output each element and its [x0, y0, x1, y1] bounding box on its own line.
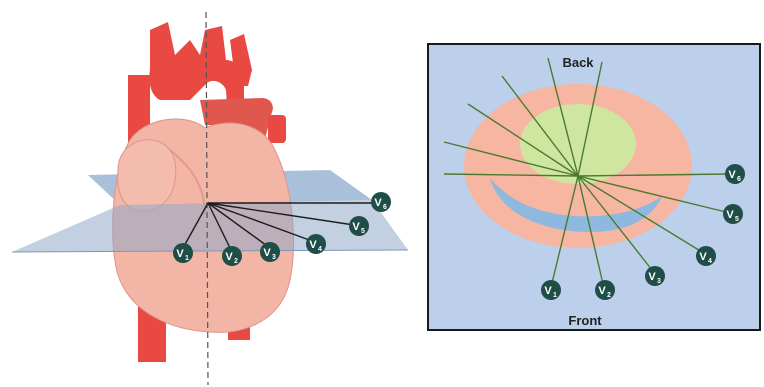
heart-lead-badge-v3: V 3 [260, 242, 280, 262]
cross-lead-badge-v5: V 5 [723, 204, 743, 224]
heart-illustration: V 1 V 2 V 3 V 4 V 5 V 6 [12, 12, 408, 385]
lead-number: 4 [708, 258, 712, 265]
cross-lead-badge-v1: V 1 [541, 280, 561, 300]
heart-lead-badge-v2: V 2 [222, 246, 242, 266]
lead-number: 5 [735, 216, 739, 223]
lead-number: 5 [361, 228, 365, 235]
lead-letter: V [225, 251, 233, 263]
lead-letter: V [648, 271, 656, 283]
heart-lead-badge-v1: V 1 [173, 243, 193, 263]
lead-number: 4 [318, 246, 322, 253]
lead-letter: V [598, 285, 606, 297]
lead-letter: V [263, 247, 271, 259]
lead-number: 3 [272, 254, 276, 261]
left-ventricle-cavity [520, 104, 636, 184]
heart-lead-badge-v5: V 5 [349, 216, 369, 236]
lead-letter: V [374, 197, 382, 209]
cross-section-panel: Back Front V 1 V 2 [428, 44, 760, 330]
lead-number: 6 [383, 204, 387, 211]
cross-lead-badge-v6: V 6 [725, 164, 745, 184]
back-label: Back [562, 55, 594, 70]
lead-letter: V [309, 239, 317, 251]
heart-lead-badge-v4: V 4 [306, 234, 326, 254]
lead-number: 6 [737, 176, 741, 183]
lead-letter: V [728, 169, 736, 181]
lead-letter: V [699, 251, 707, 263]
lead-letter: V [352, 221, 360, 233]
left-vessel [268, 115, 286, 143]
lead-number: 3 [657, 278, 661, 285]
lead-letter: V [726, 209, 734, 221]
cross-lead-badge-v4: V 4 [696, 246, 716, 266]
cross-lead-badge-v2: V 2 [595, 280, 615, 300]
lead-letter: V [176, 248, 184, 260]
lead-number: 1 [553, 292, 557, 299]
lead-number: 2 [607, 292, 611, 299]
cross-lead-badge-v3: V 3 [645, 266, 665, 286]
front-label: Front [568, 313, 602, 328]
lead-letter: V [544, 285, 552, 297]
lead-number: 2 [234, 258, 238, 265]
heart-lead-badge-v6: V 6 [371, 192, 391, 212]
lead-number: 1 [185, 255, 189, 262]
